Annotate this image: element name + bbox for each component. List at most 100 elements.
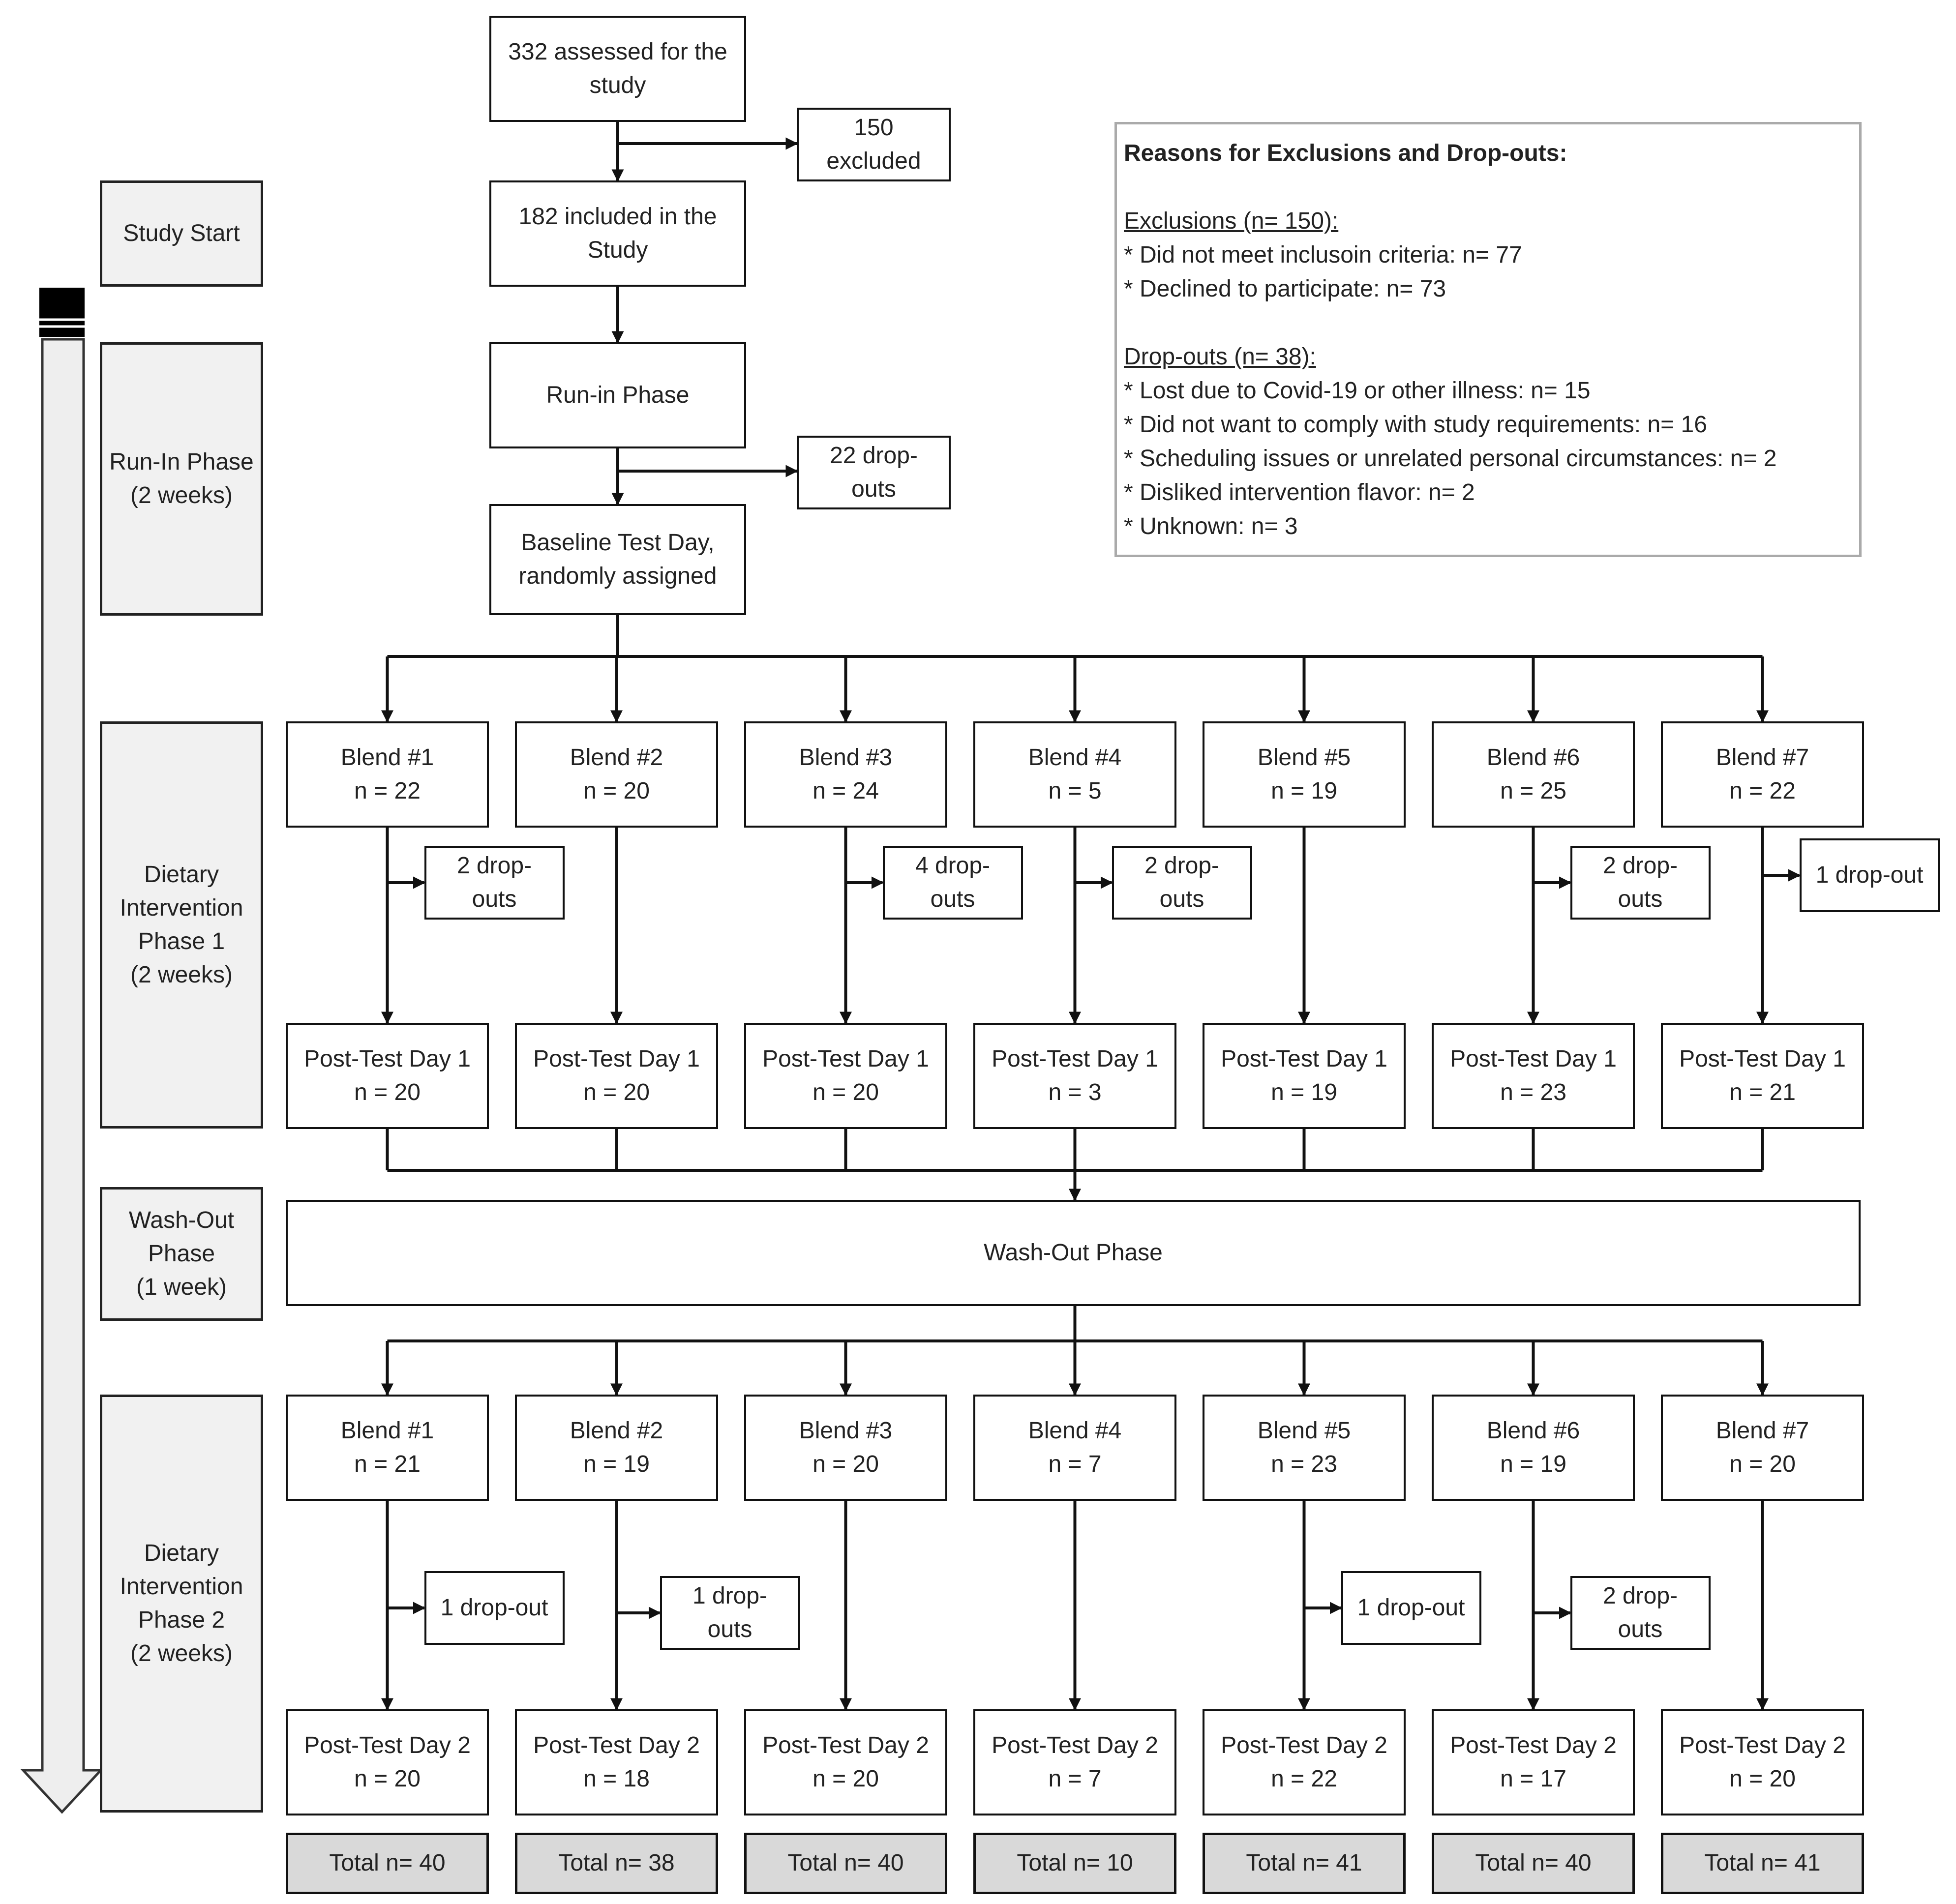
legend-exclusion-item: * Declined to participate: n= 73: [1124, 276, 1446, 302]
total-blend-2: Total n= 38: [515, 1833, 718, 1894]
box-text-line: Blend #4: [1028, 1417, 1122, 1444]
total-blend-4: Total n= 10: [973, 1833, 1176, 1894]
box-text-line: n = 20: [812, 1079, 879, 1105]
box-text-line: 332 assessed for the: [508, 38, 727, 65]
wash-out-box: Wash-Out Phase: [286, 1200, 1861, 1306]
box-text-line: Post-Test Day 2: [533, 1732, 700, 1758]
box-text-line: (2 weeks): [130, 482, 233, 508]
box-text-line: 150: [854, 114, 894, 141]
box-text-line: Study: [587, 237, 648, 263]
legend-exclusion-item: * Did not meet inclusoin criteria: n= 77: [1124, 242, 1522, 268]
box-text-line: n = 20: [1729, 1451, 1796, 1477]
legend-dropout-item: * Lost due to Covid-19 or other illness:…: [1124, 378, 1591, 404]
box-text-line: n = 7: [1048, 1451, 1102, 1477]
box-text-line: Phase 2: [138, 1607, 225, 1633]
dropout-phase1-blend-4: 2 drop-outs: [1112, 846, 1252, 920]
dropout-phase2-blend-2: 1 drop-outs: [660, 1576, 800, 1650]
post-test-day2-blend-5: Post-Test Day 2 n = 22: [1203, 1709, 1406, 1815]
box-text-line: n = 20: [812, 1766, 879, 1792]
legend-dropout-item: * Unknown: n= 3: [1124, 513, 1298, 539]
box-text-line: Blend #7: [1715, 1417, 1809, 1444]
phase-run-in: Run-In Phase(2 weeks): [100, 342, 263, 616]
box-text-line: 1 drop-out: [1815, 862, 1924, 888]
box-text-line: Phase: [148, 1240, 215, 1267]
box-text-line: 22 drop-: [830, 442, 918, 469]
legend-dropout-item: * Did not want to comply with study requ…: [1124, 412, 1707, 438]
box-text-line: Phase 1: [138, 928, 225, 954]
box-text-line: n = 20: [583, 778, 650, 804]
post-test-day2-blend-2: Post-Test Day 2 n = 18: [515, 1709, 718, 1815]
box-text-line: n = 17: [1500, 1766, 1566, 1792]
box-text-line: n = 3: [1048, 1079, 1102, 1105]
box-text-line: n = 18: [583, 1766, 650, 1792]
box-text-line: Post-Test Day 2: [1221, 1732, 1387, 1758]
box-text-line: Blend #2: [570, 1417, 663, 1444]
box-text-line: n = 24: [812, 778, 879, 804]
box-text-line: 1 drop-out: [1357, 1594, 1465, 1621]
box-text-line: n = 20: [354, 1079, 421, 1105]
box-text-line: Wash-Out: [128, 1207, 235, 1233]
post-test-day2-blend-6: Post-Test Day 2 n = 17: [1432, 1709, 1635, 1815]
box-text-line: n = 20: [583, 1079, 650, 1105]
box-text-line: Run-in Phase: [546, 382, 690, 408]
box-text-line: outs: [851, 476, 896, 502]
box-text-line: Post-Test Day 1: [1679, 1045, 1846, 1072]
box-text-line: Post-Test Day 1: [1450, 1045, 1617, 1072]
box-text-line: Post-Test Day 2: [1450, 1732, 1617, 1758]
box-text-line: outs: [1618, 886, 1663, 912]
timeline-arrow: [20, 288, 104, 1814]
box-text-line: 2 drop-: [456, 852, 532, 879]
total-blend-7: Total n= 41: [1661, 1833, 1864, 1894]
box-text-line: Post-Test Day 1: [762, 1045, 929, 1072]
box-text-line: Blend #5: [1257, 744, 1351, 771]
legend-exclusions-heading: Exclusions (n= 150):: [1124, 208, 1339, 234]
total-blend-5: Total n= 41: [1203, 1833, 1406, 1894]
box-text-line: n = 20: [1729, 1766, 1796, 1792]
dropout-phase2-blend-6: 2 drop-outs: [1570, 1576, 1711, 1650]
total-blend-6: Total n= 40: [1432, 1833, 1635, 1894]
box-text-line: outs: [1159, 886, 1204, 912]
box-text-line: Blend #3: [799, 1417, 893, 1444]
legend-title: Reasons for Exclusions and Drop-outs:: [1124, 140, 1567, 166]
dropout-phase1-blend-1: 2 drop-outs: [424, 846, 565, 920]
dropout-phase1-blend-3: 4 drop-outs: [882, 846, 1023, 920]
box-text-line: 2 drop-: [1144, 852, 1220, 879]
box-text-line: Blend #3: [799, 744, 893, 771]
post-test-day1-blend-1: Post-Test Day 1 n = 20: [286, 1023, 489, 1129]
box-text-line: 1 drop-out: [440, 1594, 548, 1621]
box-text-line: n = 21: [1729, 1079, 1796, 1105]
box-text-line: Blend #7: [1715, 744, 1809, 771]
box-text-line: Post-Test Day 2: [992, 1732, 1158, 1758]
box-text-line: outs: [472, 886, 517, 912]
legend-dropout-item: * Disliked intervention flavor: n= 2: [1124, 479, 1475, 506]
box-text-line: outs: [707, 1616, 752, 1642]
run-in-dropouts-box: 22 drop-outs: [797, 436, 951, 509]
blend-3-phase1-box: Blend #3 n = 24: [744, 721, 947, 828]
dropout-phase1-blend-7: 1 drop-out: [1799, 838, 1940, 912]
box-text-line: Intervention: [120, 894, 243, 921]
box-text-line: Post-Test Day 2: [304, 1732, 471, 1758]
box-text-line: Study Start: [123, 220, 240, 246]
box-text-line: n = 7: [1048, 1766, 1102, 1792]
legend-dropouts-heading: Drop-outs (n= 38):: [1124, 344, 1316, 370]
box-text-line: n = 22: [1271, 1766, 1337, 1792]
box-text-line: Blend #5: [1257, 1417, 1351, 1444]
box-text-line: Blend #2: [570, 744, 663, 771]
box-text-line: study: [589, 72, 646, 98]
phase-study-start: Study Start: [100, 180, 263, 287]
box-text-line: Blend #6: [1486, 744, 1580, 771]
total-blend-3: Total n= 40: [744, 1833, 947, 1894]
box-text-line: Post-Test Day 1: [304, 1045, 471, 1072]
box-text-line: Dietary: [144, 1540, 219, 1566]
